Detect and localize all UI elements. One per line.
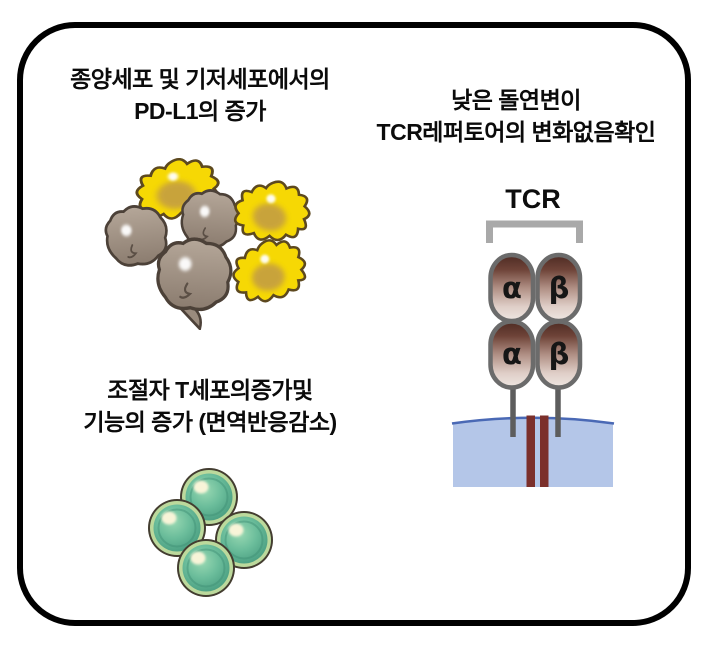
tumor-cell-yellow — [228, 235, 310, 306]
treg-cells-illustration — [143, 463, 279, 603]
caption-tumor-pdl1-line2: PD-L1의 증가 — [134, 98, 266, 124]
tcr-bracket — [486, 220, 583, 243]
basal-cell-gray — [102, 201, 172, 270]
tcr-beta-chain-capsule — [535, 319, 583, 390]
treg-cell — [177, 539, 235, 597]
caption-treg-function-line2: 기능의 증가 (면역반응감소) — [83, 409, 337, 435]
caption-low-mutation-tcr-line1: 낮은 돌연변이 — [451, 87, 581, 113]
tcr-alpha-chain-capsule — [488, 319, 536, 390]
alpha-chain-label: α — [502, 271, 522, 305]
caption-treg-function: 조절자 T세포의증가및 기능의 증가 (면역반응감소) — [28, 374, 392, 438]
beta-chain-label: β — [549, 337, 570, 371]
alpha-chain-label: α — [502, 337, 522, 371]
figure-frame — [17, 22, 691, 626]
tcr-receptor-diagram: TCR α β α β — [451, 184, 615, 487]
transmembrane-bar — [540, 415, 549, 487]
tumor-cell-yellow — [229, 173, 316, 249]
caption-tumor-pdl1-line1: 종양세포 및 기저세포에서의 — [70, 66, 330, 92]
tcr-title-label: TCR — [505, 184, 561, 214]
caption-low-mutation-tcr: 낮은 돌연변이 TCR레퍼토어의 변화없음확인 — [330, 84, 702, 148]
transmembrane-bar — [526, 415, 535, 487]
caption-tumor-pdl1: 종양세포 및 기저세포에서의 PD-L1의 증가 — [28, 63, 372, 127]
beta-chain-label: β — [549, 271, 570, 305]
caption-treg-function-line1: 조절자 T세포의증가및 — [107, 377, 313, 403]
caption-low-mutation-tcr-line2: TCR레퍼토어의 변화없음확인 — [376, 119, 656, 145]
tumor-basal-cells-illustration — [102, 155, 316, 330]
basal-cell-gray — [154, 235, 235, 330]
